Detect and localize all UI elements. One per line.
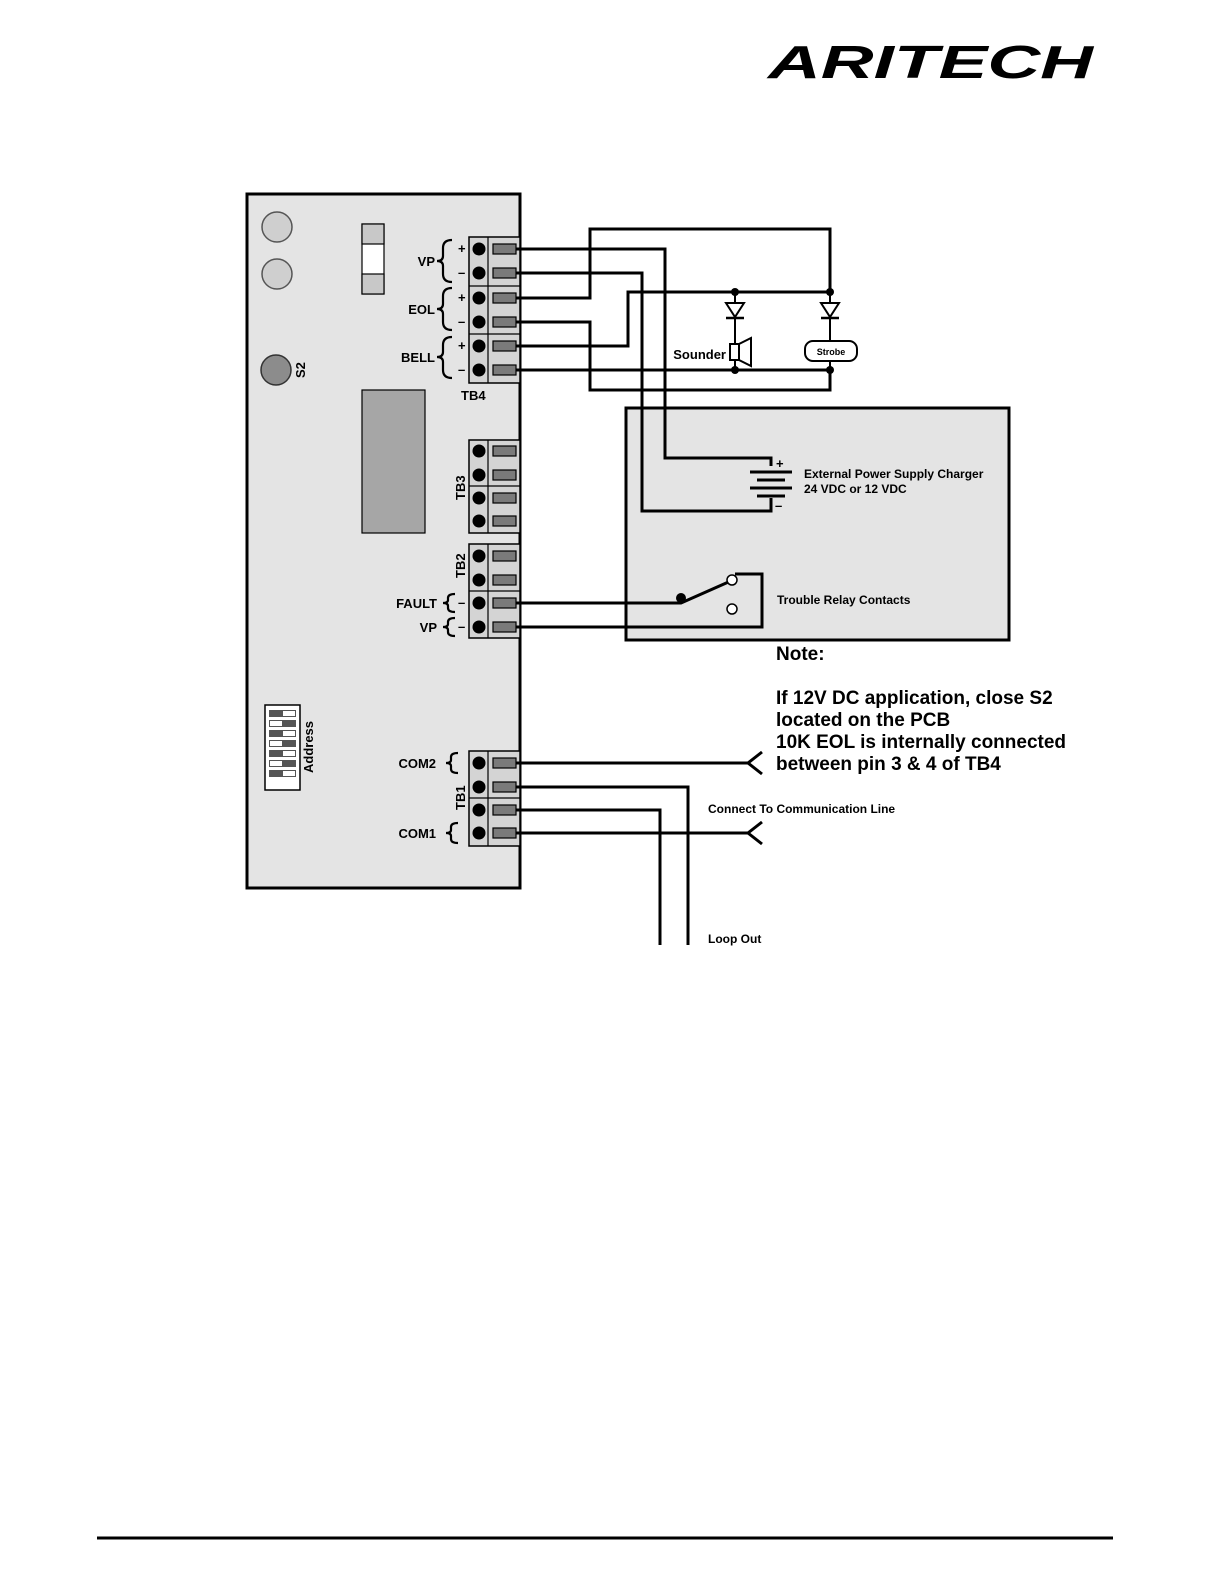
wire-loop-out-2 [516,808,662,945]
terminal-block-tb4 [468,236,521,384]
ic-chip [361,389,426,534]
tb3-label: TB3 [453,475,468,500]
relay-contact-icon [676,574,738,615]
fault-label: FAULT [396,596,437,611]
tb2-label: TB2 [453,553,468,578]
sounder-diode [724,292,746,343]
wire-loop-out-1 [516,785,690,945]
brace-bell [436,335,453,380]
comm-line-arrow-1 [745,750,763,776]
strobe-icon [804,340,858,362]
sounder-label: Sounder [673,347,726,362]
loop-out-label: Loop Out [708,932,761,946]
brace-tb2-vp [442,616,456,638]
brace-vp [436,238,453,284]
tb4-pin5-sign: + [458,338,466,353]
tb4-pin4-sign: – [458,314,465,329]
tb1-label: TB1 [453,785,468,810]
note-title: Note: [776,644,825,665]
note-line-4: between pin 3 & 4 of TB4 [776,754,1001,775]
wire-eol-plus [516,227,832,300]
brace-com1 [445,821,459,845]
brace-fault [442,592,456,614]
wire-vp-minus [516,271,773,513]
tb2-vp-label: VP [420,620,438,635]
fault-pin-sign: – [458,595,465,610]
wire-bell-plus [516,290,830,348]
sounder-icon [729,336,752,370]
tb4-pin1-sign: + [458,241,466,256]
note-line-1: If 12V DC application, close S2 [776,688,1053,709]
wire-eol-minus [516,320,832,392]
tb4-bell-label: BELL [401,350,435,365]
tb2-vp-pin-sign: – [458,619,465,634]
comm-line-arrow-2 [745,820,763,846]
tb4-eol-label: EOL [408,302,435,317]
tb4-label: TB4 [461,388,486,403]
strobe-label: Strobe [817,347,846,357]
fuse-holder [361,223,385,295]
board-led-1 [261,211,293,243]
aritech-logo: ARITECH [766,36,1094,88]
terminal-block-tb1 [468,750,521,847]
tb4-pin3-sign: + [458,290,466,305]
power-supply-voltage: 24 VDC or 12 VDC [804,482,907,496]
logo-text: ARITECH [766,36,1094,88]
s2-label: S2 [293,362,308,378]
com1-label: COM1 [398,826,436,841]
terminal-block-tb3 [468,439,521,534]
terminal-block-tb2 [468,543,521,639]
battery-plus-sign: + [776,456,784,471]
power-supply-box [624,406,1011,642]
note-line-3: 10K EOL is internally connected [776,732,1066,753]
battery-icon [750,470,792,498]
tb4-vp-label: VP [418,254,436,269]
tb4-pin6-sign: – [458,362,465,377]
comm-line-label: Connect To Communication Line [708,802,895,816]
strobe-diode [819,292,841,370]
power-supply-title: External Power Supply Charger [804,467,984,481]
relay-label: Trouble Relay Contacts [777,593,911,607]
address-dip-switch [264,704,301,791]
s2-switch [260,354,292,386]
brace-com2 [445,751,459,775]
note-line-2: located on the PCB [776,710,950,731]
board-led-2 [261,258,293,290]
wire-relay-vp [516,572,764,629]
dip-label: Address [301,721,316,773]
brace-eol [436,286,453,332]
tb4-pin2-sign: – [458,265,465,280]
wire-vp-plus [516,247,773,466]
com2-label: COM2 [398,756,436,771]
battery-minus-sign: – [775,498,782,513]
